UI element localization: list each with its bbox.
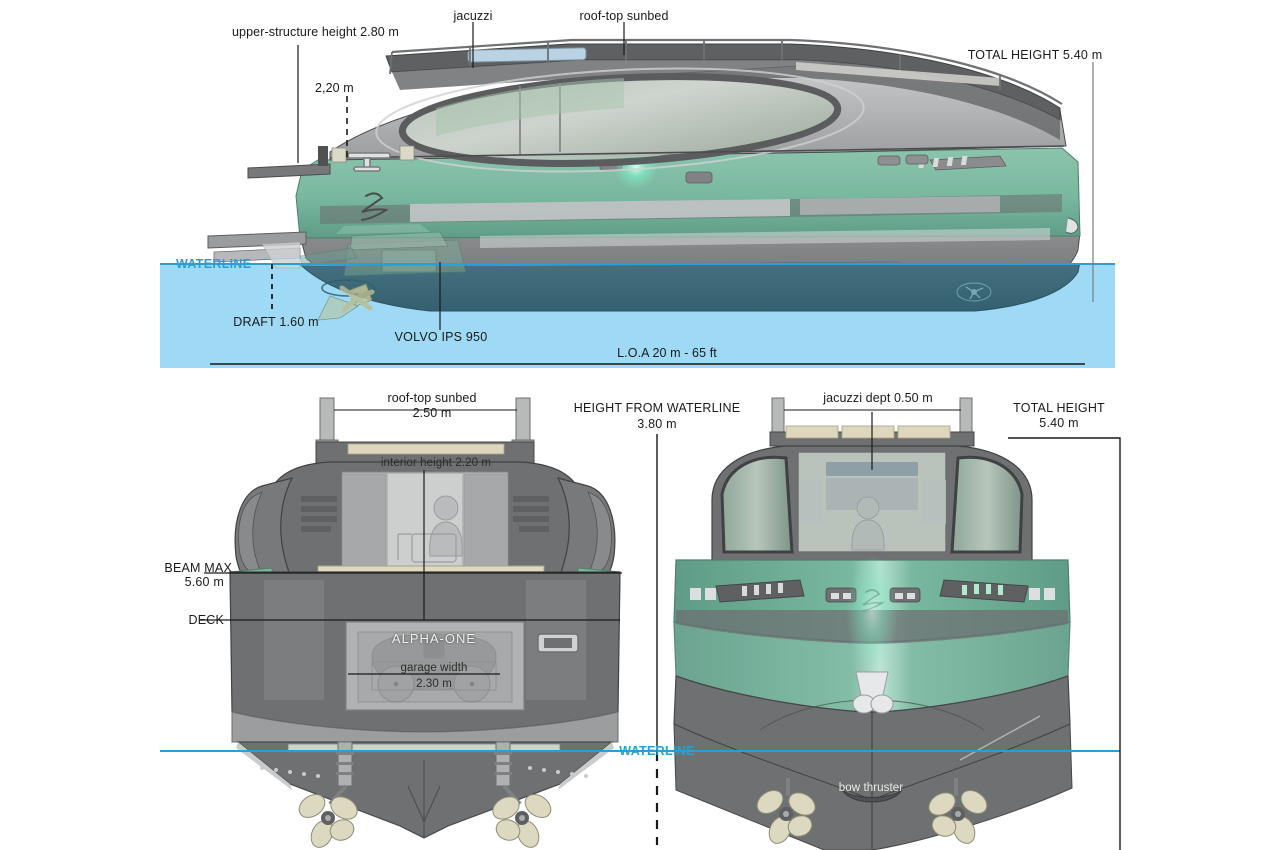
label-total-height-bow: TOTAL HEIGHT (1013, 401, 1105, 415)
bow-port-right-1 (1044, 588, 1055, 600)
stern-door-left (341, 473, 387, 579)
label-total-height-profile: TOTAL HEIGHT 5.40 m (967, 48, 1103, 62)
aft-cleat (331, 147, 347, 163)
label-interior-height-profile: 2,20 m (315, 81, 354, 95)
bow-sunbed-cushions (785, 425, 951, 439)
bow-hull-sheen (959, 715, 1041, 761)
stern-keel-vee (407, 785, 441, 824)
aft-platform (207, 163, 331, 269)
stern-sunbed-pad (347, 443, 505, 455)
label-rooftop-sunbed-profile: roof-top sunbed (579, 9, 669, 23)
bow-drive-detail (852, 671, 894, 714)
bow-interior-left-cabinet (800, 480, 822, 524)
label-beam-max: BEAM MAX (164, 561, 232, 575)
bow-propeller-right (928, 778, 988, 844)
label-height-from-waterline-value: 3.80 m (637, 417, 677, 431)
hull-side-window-strip (410, 199, 790, 222)
stern-louvers-left (301, 496, 337, 532)
stern-garage-dimension-box (371, 661, 497, 691)
stern-view-group (160, 397, 700, 848)
label-jacuzzi: jacuzzi (453, 9, 493, 23)
bow-port-left-1 (690, 588, 701, 600)
bow-hull-bottom (673, 723, 1073, 850)
bow-thruster-tunnel (841, 789, 903, 803)
stern-hull-fastener-row (260, 766, 588, 778)
hull-hatch (685, 171, 713, 184)
label-loa: L.O.A 20 m - 65 ft (617, 346, 717, 360)
roof-top-surface (392, 60, 1060, 140)
salon-window-highlight (375, 67, 865, 173)
jacuzzi (467, 47, 587, 63)
hull-side-window-strip-2 (800, 196, 1000, 215)
bow-hull-vent-right (939, 579, 1029, 603)
bow-hardtop-posts (771, 397, 973, 443)
label-deck: DECK (188, 613, 224, 627)
stern-chine-left (236, 742, 292, 790)
label-bow-thruster: bow thruster (838, 782, 904, 794)
label-beam-max-value: 5.60 m (184, 575, 224, 589)
bow-hull-vent-left (715, 579, 805, 603)
stern-propeller-left (298, 784, 358, 848)
label-waterline-stern: WATERLINE (619, 744, 695, 758)
rooftop-sunbed (796, 62, 1000, 86)
stern-transom-side-left (264, 580, 324, 700)
hull-logo-icon (361, 192, 389, 221)
bow-anchor-icon (1065, 217, 1079, 234)
salon-window-tint (436, 78, 624, 136)
stern-door-right (463, 473, 509, 579)
deck-table-icon (347, 152, 391, 172)
aft-cleat-2 (399, 145, 415, 161)
bow-view-group (600, 397, 1121, 850)
label-volvo-ips: VOLVO IPS 950 (394, 330, 488, 344)
stern-furniture (397, 533, 457, 563)
label-garage-width: garage width (400, 662, 468, 674)
bow-port-left-2 (705, 588, 716, 600)
label-transom-brand: ALPHA-ONE (391, 631, 477, 646)
label-total-height-bow-value: 5.40 m (1039, 416, 1079, 430)
hull-lower-accent (480, 228, 1050, 248)
hull-submerged (299, 263, 1081, 312)
label-rooftop-sunbed-stern: roof-top sunbed (387, 391, 477, 405)
hull-port-1 (877, 155, 901, 166)
stern-louvers-right (513, 496, 549, 532)
bow-interior-right-cabinet (922, 480, 946, 524)
bow-propeller-left (756, 778, 816, 844)
bow-thruster-tunnel-icon (956, 282, 992, 302)
roof-railing (391, 38, 1063, 105)
railing-stanchions (389, 40, 1001, 90)
label-garage-width-value: 2.30 m (416, 678, 452, 690)
bow-window-right (950, 455, 1024, 554)
bow-port-right-2 (1029, 588, 1040, 600)
stern-platform-strut-details (336, 752, 512, 775)
stern-chine-right (558, 742, 614, 790)
stern-propeller-right (492, 784, 552, 848)
bow-hull-glow (846, 554, 898, 670)
stern-underwater-body (236, 741, 614, 839)
label-upper-structure-height: upper-structure height 2.80 m (232, 25, 399, 39)
hull-port-2 (905, 154, 929, 165)
deck-edge-line (329, 145, 1065, 159)
profile-view-group (160, 22, 1115, 368)
label-waterline-profile: WATERLINE (176, 257, 252, 271)
label-draft: DRAFT 1.60 m (233, 315, 319, 329)
label-rooftop-sunbed-value: 2.50 m (412, 406, 452, 420)
stern-bottom-hull (231, 711, 619, 743)
salon-window-outer (398, 73, 842, 167)
stern-hull-light-inner (544, 638, 572, 648)
bow-human-figure-silhouette (851, 496, 885, 551)
bow-hatch-detail (831, 593, 915, 599)
human-figure-silhouette (429, 495, 463, 557)
bow-window-left (720, 455, 794, 554)
aft-mast (318, 146, 328, 166)
total-height-bracket (1008, 437, 1121, 850)
label-height-from-waterline: HEIGHT FROM WATERLINE (573, 401, 741, 415)
volvo-ips-engine-group (299, 224, 901, 321)
label-interior-height-stern: interior height 2.20 m (380, 457, 492, 469)
label-jacuzzi-depth: jacuzzi dept 0.50 m (823, 391, 933, 405)
